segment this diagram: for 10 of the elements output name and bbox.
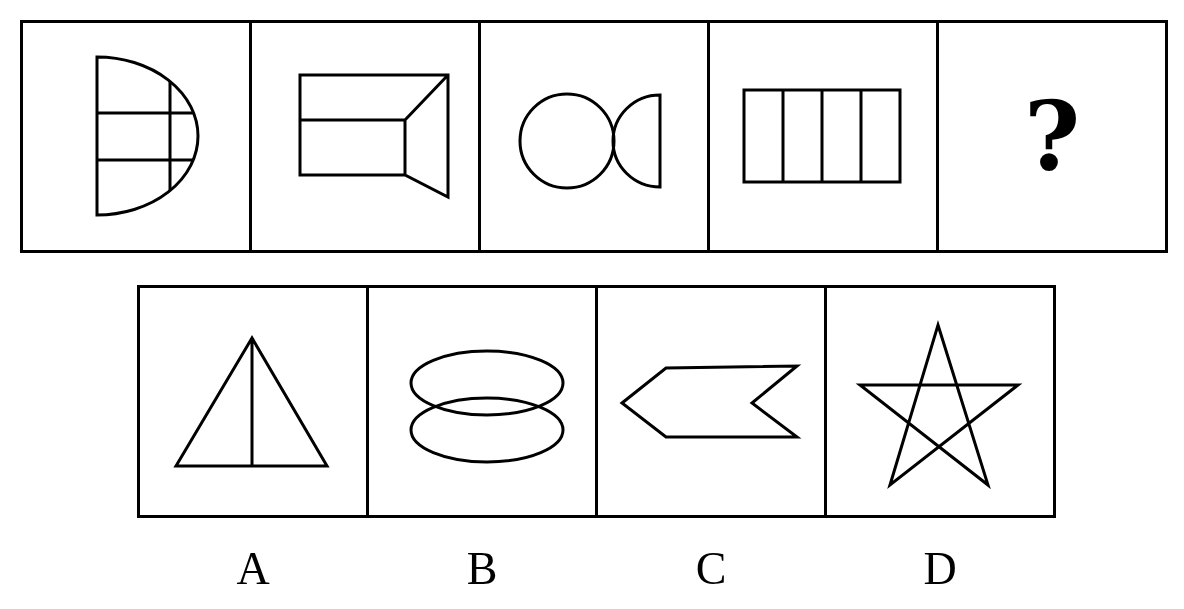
option-letter: D: [922, 546, 958, 592]
option-letter: A: [235, 546, 271, 592]
figure-panel: [707, 20, 939, 253]
option-letter: C: [694, 546, 728, 592]
question-mark: ?: [1022, 88, 1082, 185]
figure-panel: [249, 20, 481, 253]
figure-panel: [478, 20, 710, 253]
option-letter: B: [465, 546, 499, 592]
answer-panel: [936, 20, 1168, 253]
figure-panel: [20, 20, 252, 253]
